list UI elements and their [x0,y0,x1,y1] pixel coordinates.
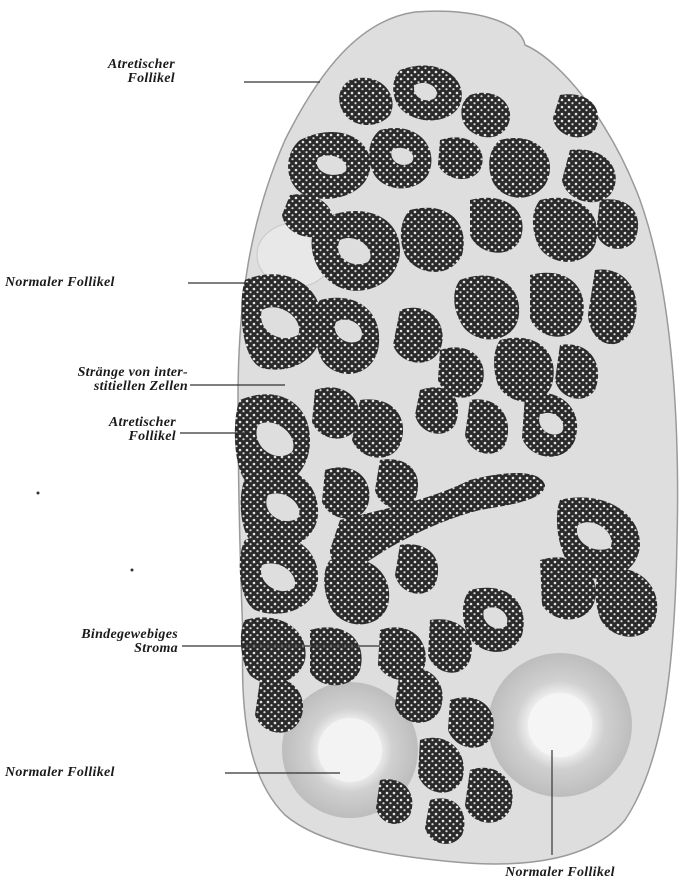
speck [131,569,134,572]
label-normal-follicle-lower-right: Normaler Follikel [470,866,650,880]
label-normal-follicle-lower-left: Normaler Follikel [5,766,185,780]
label-normal-follicle-upper: Normaler Follikel [5,276,185,290]
label-interstitial-cords: Stränge von inter- stitiellen Zellen [0,366,188,394]
speck [37,492,40,495]
label-atretic-follicle-mid: Atretischer Follikel [40,416,176,444]
label-connective-stroma: Bindegewebiges Stroma [20,628,178,656]
normal-follicle-right [488,653,632,797]
label-atretic-follicle-top: Atretischer Follikel [40,58,175,86]
